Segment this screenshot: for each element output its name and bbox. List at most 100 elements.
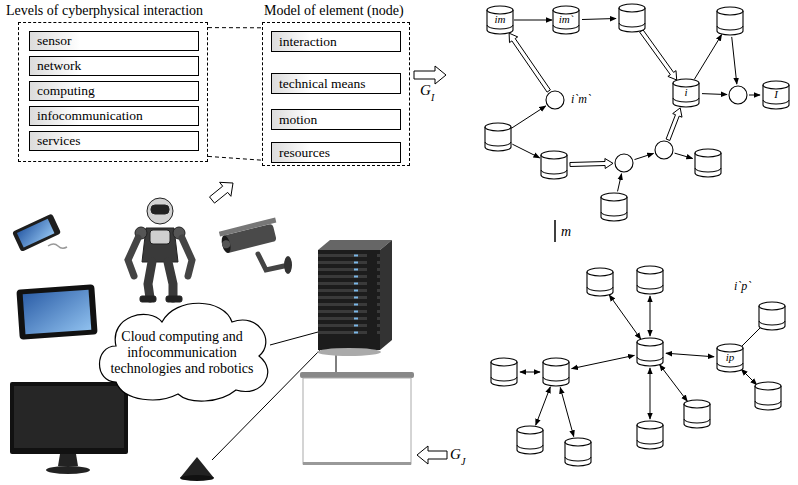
model-box: resources <box>271 142 401 163</box>
graph-link <box>660 365 688 401</box>
zoom-leader <box>208 27 262 28</box>
graph-node-shape <box>755 382 781 410</box>
level-box: computing <box>29 81 199 101</box>
graph-node-shape <box>491 358 517 386</box>
node-label: i <box>672 87 700 98</box>
graph-link <box>634 153 653 159</box>
box-text: infocommunication <box>37 108 143 124</box>
graph-link <box>560 387 574 436</box>
scale-label: m <box>561 225 571 239</box>
graph-link <box>520 372 540 373</box>
graph-node: i <box>672 78 700 108</box>
graph-link <box>512 144 539 158</box>
graph-node-shape <box>601 193 627 221</box>
mapping-arrow <box>414 66 446 84</box>
box-text: sensor <box>37 33 72 49</box>
graph-node-shape <box>587 268 613 296</box>
node-label: ip <box>716 352 744 363</box>
level-box: services <box>29 131 199 151</box>
panel-heading: Levels of cyberphysical interaction <box>6 3 203 19</box>
hollow-arrow <box>509 33 550 92</box>
graph-link <box>650 296 651 336</box>
graph-junction <box>729 86 747 104</box>
box-text: services <box>37 133 80 149</box>
box-text: interaction <box>279 34 337 50</box>
graph-node-shape <box>637 338 663 366</box>
zoom-leader <box>208 156 262 160</box>
graph-node: im <box>486 5 514 35</box>
server <box>317 240 392 356</box>
graph-link <box>582 18 616 19</box>
model-box: interaction <box>271 31 401 52</box>
graph-link <box>694 35 721 80</box>
graph-name: G <box>420 83 431 98</box>
level-box: infocommunication <box>29 106 199 126</box>
box-text: motion <box>279 112 317 128</box>
graph-node-shape <box>695 149 721 177</box>
node-annotation: i`p` <box>734 280 751 292</box>
graph-link <box>741 327 760 346</box>
graph-link <box>741 369 756 384</box>
cable <box>48 244 67 248</box>
graph-link <box>749 95 760 96</box>
hollow-arrow <box>570 159 613 169</box>
camera <box>219 218 292 274</box>
scale-bar <box>554 220 556 242</box>
graph-name: G <box>450 447 461 462</box>
cloud-node: Cloud computing and infocommunication te… <box>94 294 270 402</box>
graph-subscript: J <box>461 457 465 467</box>
level-box: sensor <box>29 31 199 51</box>
robot <box>128 198 192 302</box>
speakerphone <box>180 457 214 481</box>
graph-node-shape <box>517 426 543 454</box>
graph-node-shape <box>485 123 511 151</box>
tablet <box>16 284 97 339</box>
node-label: I <box>762 89 790 100</box>
mapping-arrow <box>210 182 234 203</box>
node-label: im` <box>552 14 580 25</box>
panel-heading: Model of element (node) <box>264 3 404 19</box>
graph-link <box>536 387 551 425</box>
graph-junction <box>655 141 673 159</box>
graph-node-shape <box>717 7 743 35</box>
projection-screen <box>300 372 414 465</box>
graph-link <box>511 106 545 128</box>
model-box: motion <box>271 109 401 130</box>
node-annotation: i`m` <box>571 93 591 105</box>
graph-link <box>675 153 693 158</box>
graph-link <box>702 93 727 95</box>
hollow-arrow <box>640 30 677 80</box>
graph-node-shape <box>759 302 785 330</box>
graph-subscript: I <box>431 93 434 103</box>
graph-link <box>650 368 651 419</box>
graph-node: im` <box>552 5 580 35</box>
graph-junction <box>615 154 633 172</box>
graph-link <box>609 295 640 339</box>
monitor <box>10 382 128 474</box>
graph-node: ip <box>716 343 744 373</box>
cloud-text-area: Cloud computing and infocommunication te… <box>110 318 254 388</box>
graph-node: I <box>762 80 790 110</box>
graph-node-shape <box>684 400 710 428</box>
graph-link <box>666 353 714 357</box>
graph-node-shape <box>543 358 569 386</box>
mapping-arrow <box>417 446 447 464</box>
smartphone <box>12 213 61 252</box>
graph-node-shape <box>637 421 663 449</box>
model-box: technical means <box>271 73 401 94</box>
hollow-arrow <box>666 108 682 141</box>
node-model-panel: Model of element (node)interactiontechni… <box>262 22 410 166</box>
box-text: computing <box>37 83 95 99</box>
graph-junction <box>546 91 564 109</box>
node-label: im <box>486 14 514 25</box>
box-text: Cloud computing and infocommunication te… <box>110 329 254 377</box>
graph-link <box>732 37 737 84</box>
box-text: technical means <box>279 76 366 92</box>
graph-node-shape <box>541 151 567 179</box>
graph-link <box>618 174 622 192</box>
box-text: network <box>37 58 81 74</box>
levels-panel: Levels of cyberphysical interactionsenso… <box>18 22 208 162</box>
graph-node-shape <box>565 438 591 466</box>
graph-link <box>514 20 552 21</box>
graph-node-shape <box>619 4 645 32</box>
